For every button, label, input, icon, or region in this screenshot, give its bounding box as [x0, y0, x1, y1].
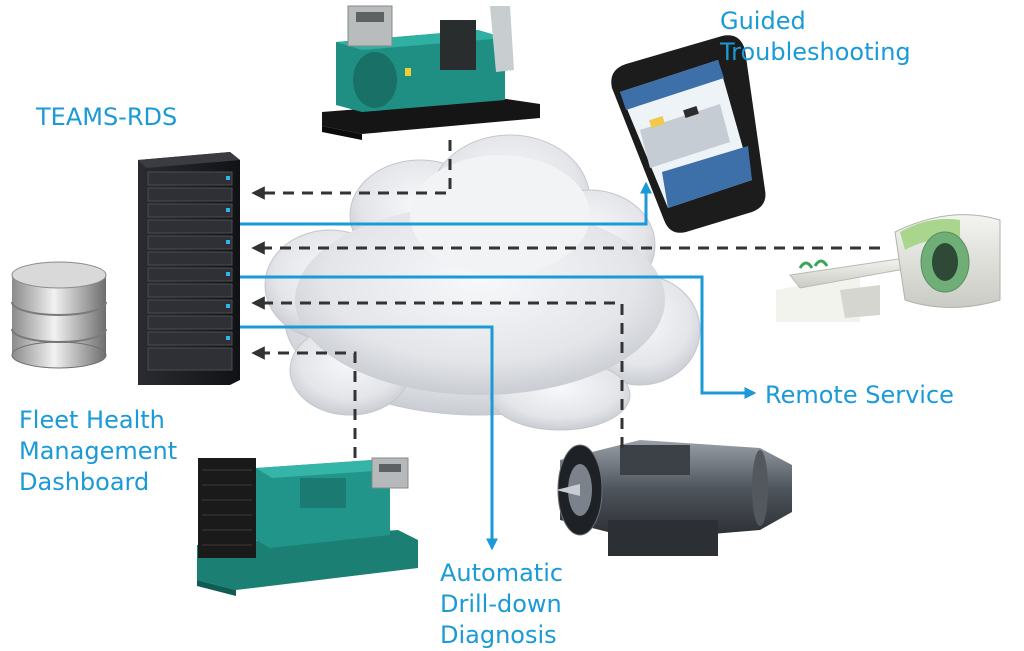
smartphone-icon: [611, 35, 766, 233]
remote-service-text: Remote Service: [765, 381, 954, 409]
flow-automatic-diagnosis: [240, 325, 498, 551]
database-icon: [11, 261, 107, 369]
mri-scanner-icon: [776, 214, 1001, 322]
fleet-health-line2: Management: [19, 437, 178, 465]
guided-troubleshooting-line2: Troubleshooting: [720, 38, 911, 66]
automatic-diagnosis-label: Automatic Drill-down Diagnosis: [440, 558, 563, 651]
dashed-flow-bottom-generator: [251, 346, 357, 458]
generator-icon: [197, 457, 418, 596]
teams-rds-label: TEAMS-RDS: [36, 102, 177, 133]
jet-engine-icon: [556, 440, 792, 556]
automatic-diagnosis-line2: Drill-down: [440, 590, 562, 618]
fleet-health-label: Fleet Health Management Dashboard: [19, 405, 177, 498]
flow-remote-service: [240, 275, 757, 399]
generator-icon: [322, 5, 540, 140]
automatic-diagnosis-line3: Diagnosis: [440, 621, 557, 649]
guided-troubleshooting-line1: Guided: [720, 7, 806, 35]
server-rack-icon: [138, 152, 240, 385]
flow-guided-troubleshooting: [240, 181, 652, 226]
remote-service-label: Remote Service: [765, 380, 954, 411]
teams-rds-text: TEAMS-RDS: [36, 103, 178, 131]
automatic-diagnosis-line1: Automatic: [440, 559, 564, 587]
dashed-flow-engine: [251, 296, 624, 448]
fleet-health-line1: Fleet Health: [19, 406, 165, 434]
fleet-health-line3: Dashboard: [19, 468, 150, 496]
cloud-icon: [264, 134, 701, 431]
guided-troubleshooting-label: Guided Troubleshooting: [720, 6, 911, 68]
